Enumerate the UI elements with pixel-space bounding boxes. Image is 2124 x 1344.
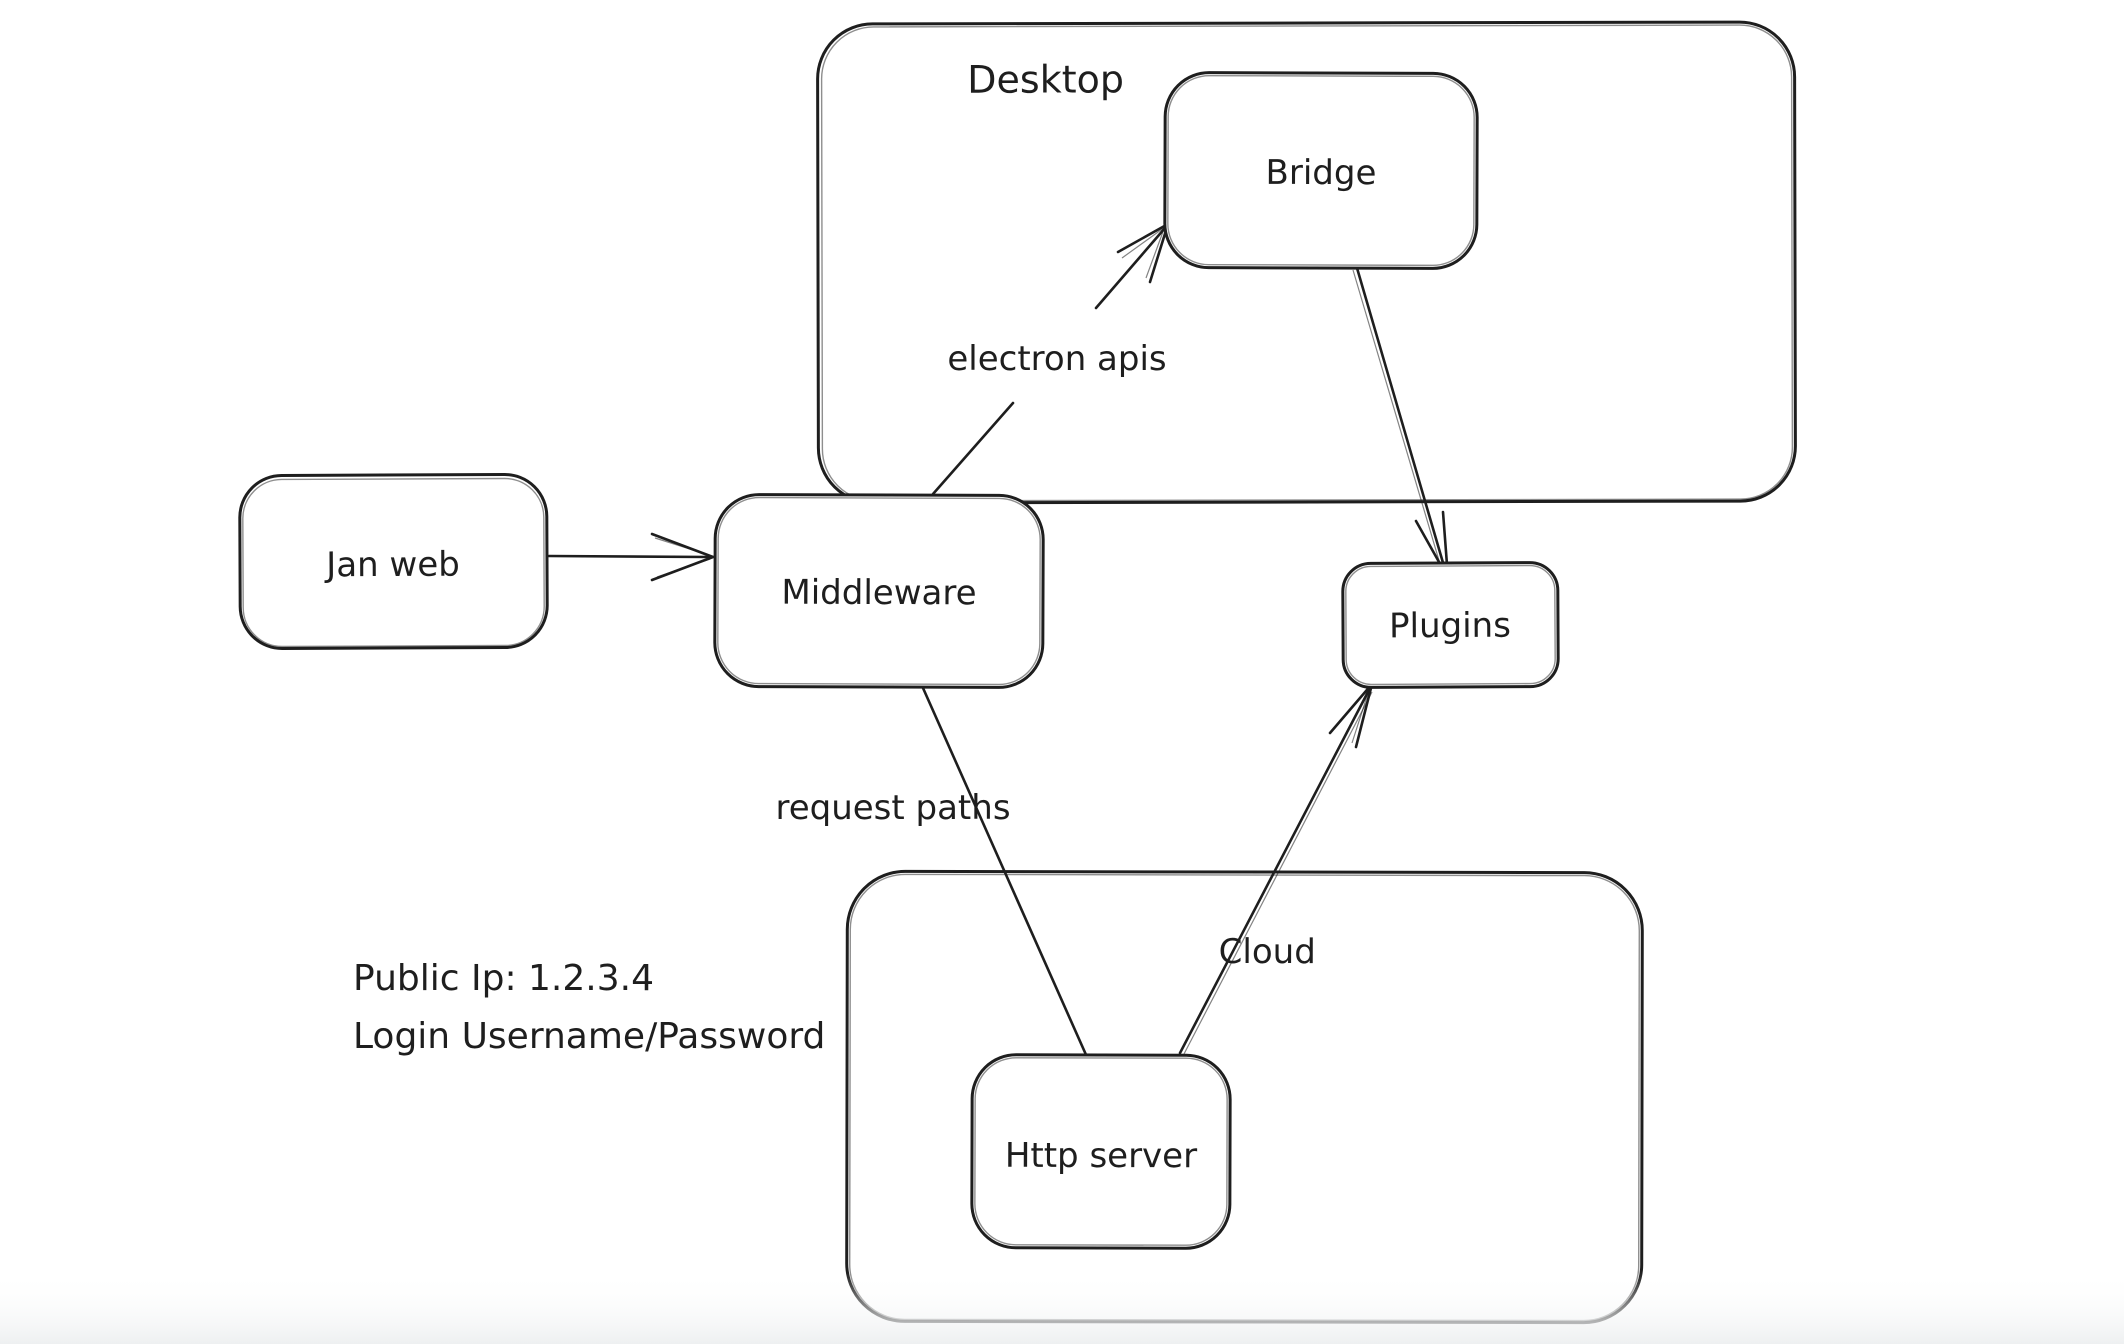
desktop-label: Desktop (967, 57, 1124, 101)
arrowhead-echo (1121, 226, 1166, 279)
middleware-box (713, 493, 1045, 689)
arrowhead (1328, 682, 1374, 749)
edge-middleware-httpserver-line (921, 686, 1089, 1059)
edge-httpserver-plugins-line-echo (1183, 691, 1373, 1055)
bridge-box-echo (1167, 74, 1475, 267)
http-server-label: Http server (1005, 1136, 1197, 1177)
jan-web-box-echo (242, 477, 545, 648)
arrowhead-echo (654, 537, 711, 578)
annotation-credentials[interactable]: Public Ip: 1.2.3.4 Login Username/Passwo… (353, 958, 825, 1057)
bridge-label: Bridge (1266, 153, 1377, 193)
edge-bridge-plugins-line-echo (1352, 269, 1444, 575)
jan-web-label: Jan web (324, 545, 460, 586)
edge-bridge-plugins-line (1355, 266, 1448, 575)
http-server-box-echo (974, 1057, 1228, 1246)
jan-web-box (238, 473, 549, 650)
bottom-fade (0, 1272, 2124, 1344)
edge-janweb-middleware-line (547, 554, 712, 559)
node-jan-web[interactable]: Jan web (238, 473, 549, 650)
arrowhead-echo (1333, 686, 1371, 744)
node-http-server[interactable]: Http server (970, 1053, 1232, 1250)
edge-httpserver-plugins-line (1178, 688, 1371, 1055)
http-server-box (970, 1053, 1232, 1250)
annotation-line-public-ip: Public Ip: 1.2.3.4 (353, 958, 654, 999)
edge-label-request-paths: request paths (775, 788, 1010, 828)
plugins-box-echo (1345, 564, 1556, 686)
plugins-label: Plugins (1389, 606, 1511, 647)
edge-middleware-httpserver[interactable]: request paths (775, 686, 1089, 1059)
edge-janweb-middleware[interactable] (547, 532, 715, 582)
node-bridge[interactable]: Bridge (1163, 71, 1479, 270)
edge-middleware-bridge[interactable]: electron apis (931, 222, 1170, 496)
cloud-label: Cloud (1219, 932, 1316, 972)
edge-middleware-bridge-line (931, 226, 1167, 496)
bridge-box (1163, 71, 1479, 270)
container-cloud[interactable]: Cloud (845, 869, 1644, 1325)
plugins-box (1341, 561, 1560, 689)
middleware-label: Middleware (781, 573, 976, 614)
node-middleware[interactable]: Middleware (713, 493, 1045, 689)
annotation-line-login: Login Username/Password (353, 1016, 825, 1057)
edge-httpserver-plugins[interactable] (1178, 682, 1374, 1055)
middleware-box-echo (717, 496, 1041, 686)
desktop-box-echo (820, 24, 1794, 502)
node-plugins[interactable]: Plugins (1341, 561, 1560, 689)
edge-label-electron-apis: electron apis (947, 339, 1166, 379)
